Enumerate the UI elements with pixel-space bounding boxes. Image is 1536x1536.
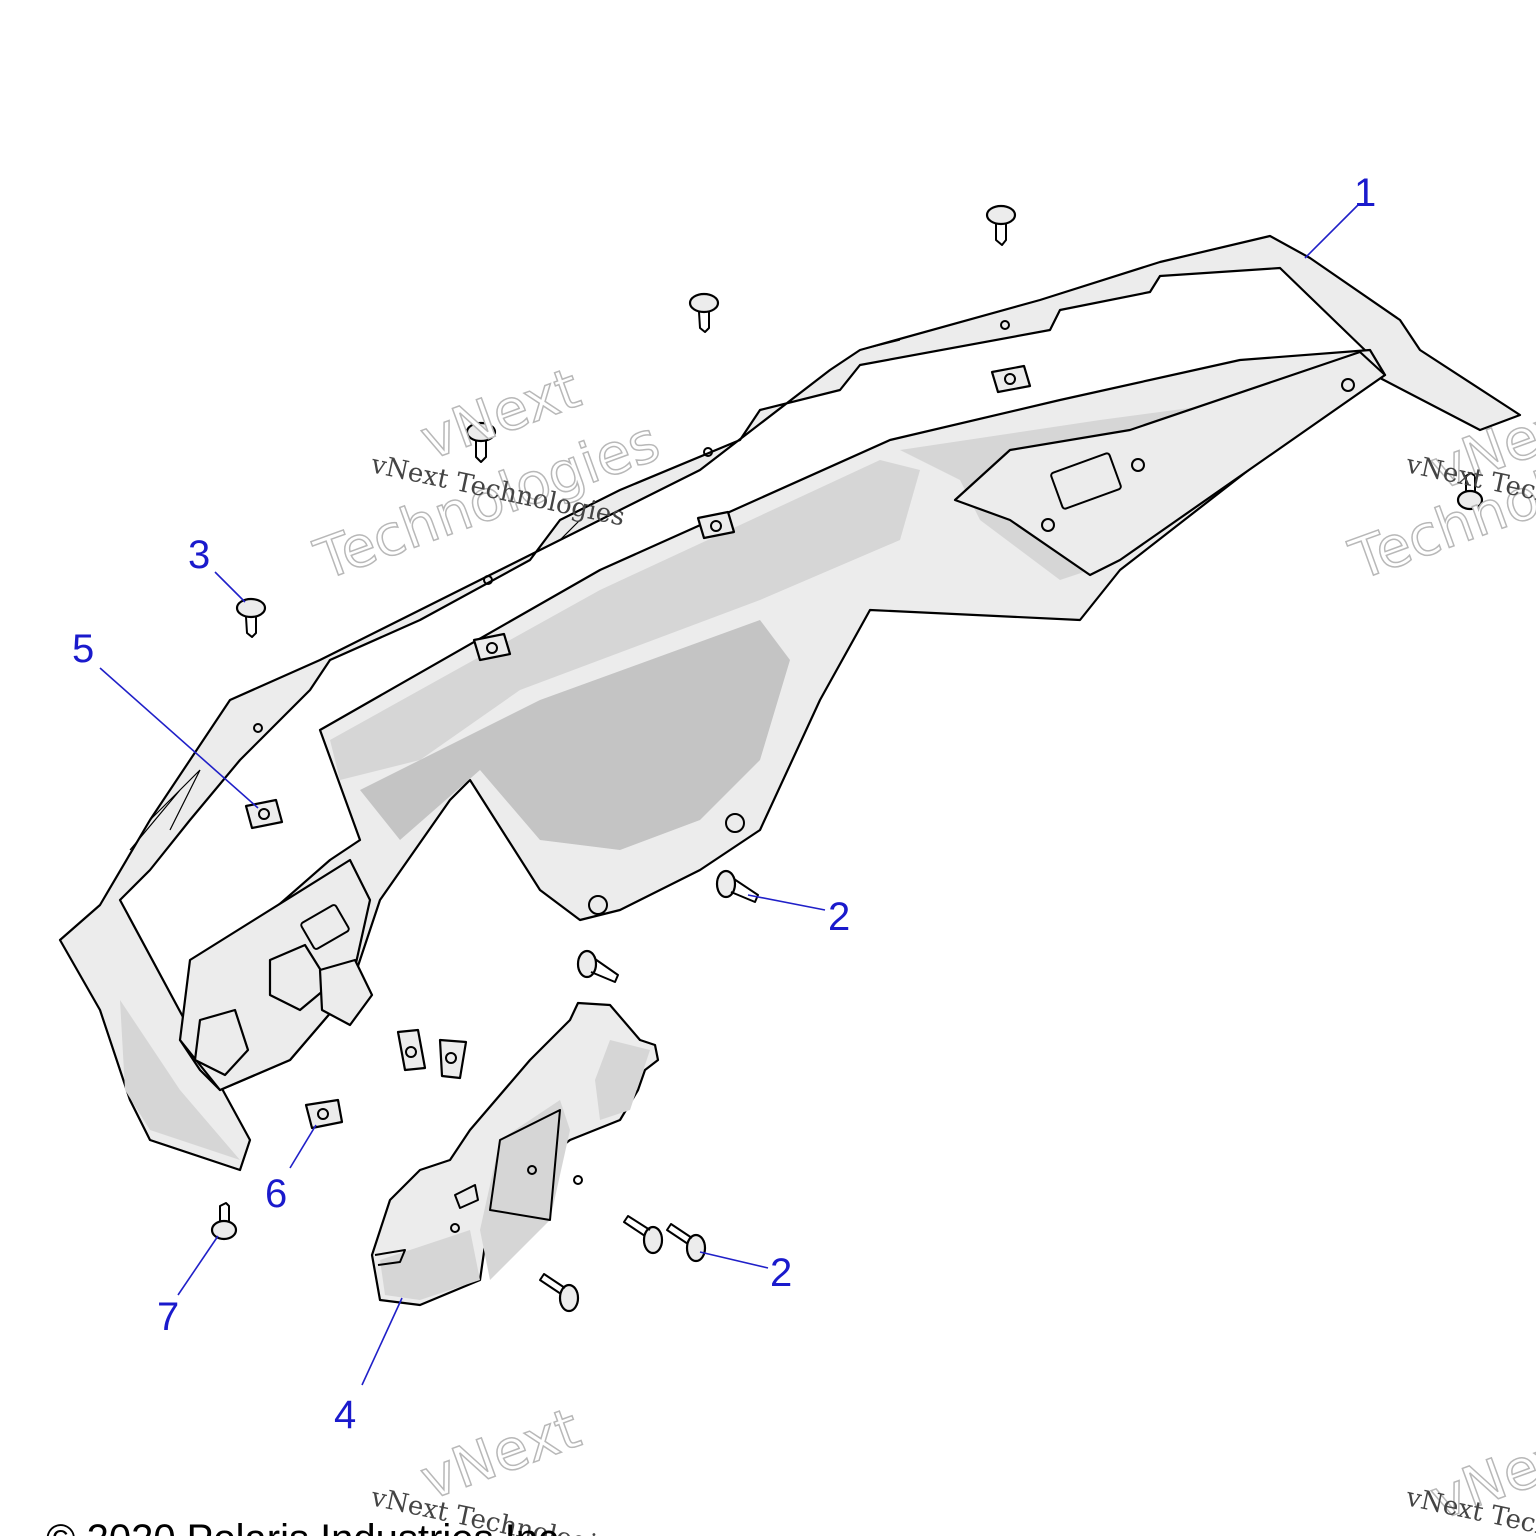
- speed-nut-2: [696, 510, 736, 540]
- speed-nut-1: [990, 364, 1032, 394]
- screw-top-left: [465, 421, 497, 463]
- leader-2b: [699, 1251, 769, 1269]
- callout-5: 5: [72, 627, 94, 671]
- screw-top-mid: [688, 292, 720, 333]
- clip-nut-b: [438, 1038, 468, 1080]
- screw-item-3: [235, 597, 267, 638]
- leader-5: [99, 667, 259, 809]
- leader-2a: [747, 894, 826, 911]
- callout-2b: 2: [770, 1251, 792, 1295]
- rivet-5: [539, 1273, 580, 1313]
- rivet-3: [623, 1215, 664, 1255]
- clip-nut-a: [396, 1028, 427, 1072]
- screw-item-7: [210, 1202, 238, 1241]
- screw-right-edge: [1456, 472, 1484, 511]
- callout-6: 6: [265, 1172, 287, 1216]
- callout-3: 3: [188, 533, 210, 577]
- clip-nut-item-6: [304, 1098, 344, 1130]
- part-1-shell: [58, 234, 1522, 1172]
- callout-1: 1: [1354, 171, 1376, 215]
- leader-1: [1304, 204, 1359, 259]
- leader-4: [361, 1297, 403, 1386]
- part-4-cover: [370, 1001, 660, 1307]
- speed-nut-item-5: [244, 798, 284, 830]
- leader-3: [214, 571, 246, 603]
- rivet-4: [666, 1223, 707, 1263]
- callout-4: 4: [334, 1393, 356, 1437]
- callout-2a: 2: [828, 895, 850, 939]
- leader-lines: [99, 204, 1359, 1386]
- leader-7: [177, 1235, 219, 1296]
- leader-6: [289, 1124, 317, 1169]
- copyright-text: © 2020 Polaris Industries Inc.: [46, 1517, 569, 1536]
- screw-top-right: [985, 204, 1017, 246]
- speed-nut-3: [472, 632, 512, 662]
- rivet-1: [715, 869, 759, 903]
- fasteners: [210, 204, 1484, 1313]
- callout-7: 7: [157, 1295, 179, 1339]
- callouts: 1 2 2 3 4 5 6 7: [72, 171, 1376, 1437]
- rivet-2: [576, 949, 619, 983]
